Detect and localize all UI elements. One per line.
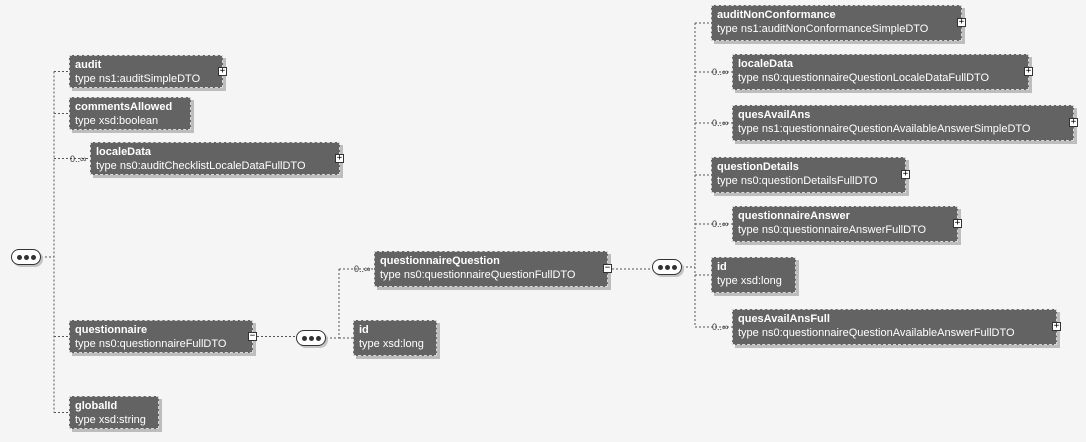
expand-icon[interactable]: + xyxy=(901,169,910,179)
element-name: id xyxy=(359,324,369,336)
element-name: localeData xyxy=(96,146,152,158)
collapse-icon[interactable]: − xyxy=(603,263,612,273)
element-name: questionDetails xyxy=(717,161,799,173)
cardinality-label: 0..∞ xyxy=(712,67,729,77)
element-type: type ns1:questionnaireQuestionAvailableA… xyxy=(738,123,1031,135)
element-node-questionDetails[interactable]: questionDetails type ns0:questionDetailsF… xyxy=(711,157,906,193)
element-name: id xyxy=(717,261,727,273)
expand-icon[interactable]: + xyxy=(218,66,227,76)
element-name: auditNonConformance xyxy=(717,9,836,21)
sequence-dot xyxy=(308,335,314,341)
element-name: commentsAllowed xyxy=(75,101,173,113)
expand-icon[interactable]: + xyxy=(1069,117,1078,127)
element-name: quesAvailAns xyxy=(738,109,811,121)
element-name: localeData xyxy=(738,58,794,70)
element-name: globalId xyxy=(75,400,118,412)
element-node-quesAvailAnsFull[interactable]: quesAvailAnsFull type ns0:questionnaireQu… xyxy=(732,309,1057,345)
element-type: type ns0:questionnaireAnswerFullDTO xyxy=(738,224,927,236)
cardinality-label: 0..∞ xyxy=(712,118,729,128)
sequence-dot xyxy=(664,264,670,270)
cardinality-label: 0..∞ xyxy=(712,219,729,229)
element-type: type xsd:boolean xyxy=(75,115,159,127)
element-node-commentsAllowed[interactable]: commentsAllowed type xsd:boolean xyxy=(69,97,191,130)
element-type: type ns0:questionnaireQuestionFullDTO xyxy=(380,269,576,281)
cardinality-label: 0..∞ xyxy=(70,154,87,164)
element-node-questionnaireAnswer[interactable]: questionnaireAnswer type ns0:questionnair… xyxy=(732,206,958,242)
sequence-dot xyxy=(16,254,22,260)
expand-icon[interactable]: + xyxy=(1052,321,1061,331)
expand-icon[interactable]: + xyxy=(335,153,344,163)
sequence-dot xyxy=(657,264,663,270)
element-name: questionnaire xyxy=(75,324,148,336)
element-type: type ns0:questionnaireQuestionLocaleData… xyxy=(738,72,990,84)
element-name: questionnaireQuestion xyxy=(380,255,500,267)
element-type: type ns0:questionnaireQuestionAvailableA… xyxy=(738,327,1015,339)
cardinality-label: 0..∞ xyxy=(354,264,371,274)
element-node-localeData[interactable]: localeData type ns0:auditChecklistLocaleD… xyxy=(90,142,340,175)
element-name: quesAvailAnsFull xyxy=(738,313,830,325)
element-type: type ns1:auditSimpleDTO xyxy=(75,73,201,85)
element-node-qLocaleData[interactable]: localeData type ns0:questionnaireQuestion… xyxy=(732,54,1029,90)
element-type: type ns0:questionDetailsFullDTO xyxy=(717,175,878,187)
element-node-questionnaireQuestion[interactable]: questionnaireQuestion type ns0:questionna… xyxy=(374,251,608,287)
element-type: type xsd:long xyxy=(359,338,424,350)
element-name: questionnaireAnswer xyxy=(738,210,850,222)
element-type: type ns1:auditNonConformanceSimpleDTO xyxy=(717,23,929,35)
sequence-dot xyxy=(315,335,321,341)
element-node-questionnaire[interactable]: questionnaire type ns0:questionnaireFullD… xyxy=(69,320,253,353)
element-node-qId[interactable]: id type xsd:long xyxy=(353,320,437,356)
element-type: type ns0:auditChecklistLocaleDataFullDTO xyxy=(96,160,306,172)
cardinality-label: 0..∞ xyxy=(712,322,729,332)
sequence-dot xyxy=(301,335,307,341)
element-name: audit xyxy=(75,59,102,71)
element-node-qqId[interactable]: id type xsd:long xyxy=(711,257,796,293)
sequence-dot xyxy=(23,254,29,260)
sequence-dot xyxy=(671,264,677,270)
element-node-auditNonConformance[interactable]: auditNonConformance type ns1:auditNonConf… xyxy=(711,5,962,41)
sequence-compositor-icon[interactable] xyxy=(652,259,682,275)
element-node-audit[interactable]: audit type ns1:auditSimpleDTO xyxy=(69,55,223,88)
expand-icon[interactable]: + xyxy=(957,17,966,27)
element-node-quesAvailAns[interactable]: quesAvailAns type ns1:questionnaireQuesti… xyxy=(732,105,1074,141)
element-node-globalId[interactable]: globalId type xsd:string xyxy=(69,396,159,429)
element-type: type xsd:long xyxy=(717,275,782,287)
sequence-compositor-icon[interactable] xyxy=(296,330,326,346)
element-type: type ns0:questionnaireFullDTO xyxy=(75,338,227,350)
expand-icon[interactable]: + xyxy=(1024,66,1033,76)
expand-icon[interactable]: + xyxy=(953,218,962,228)
element-type: type xsd:string xyxy=(75,414,146,426)
sequence-compositor-icon[interactable] xyxy=(11,249,41,265)
collapse-icon[interactable]: − xyxy=(248,331,257,341)
sequence-dot xyxy=(30,254,36,260)
